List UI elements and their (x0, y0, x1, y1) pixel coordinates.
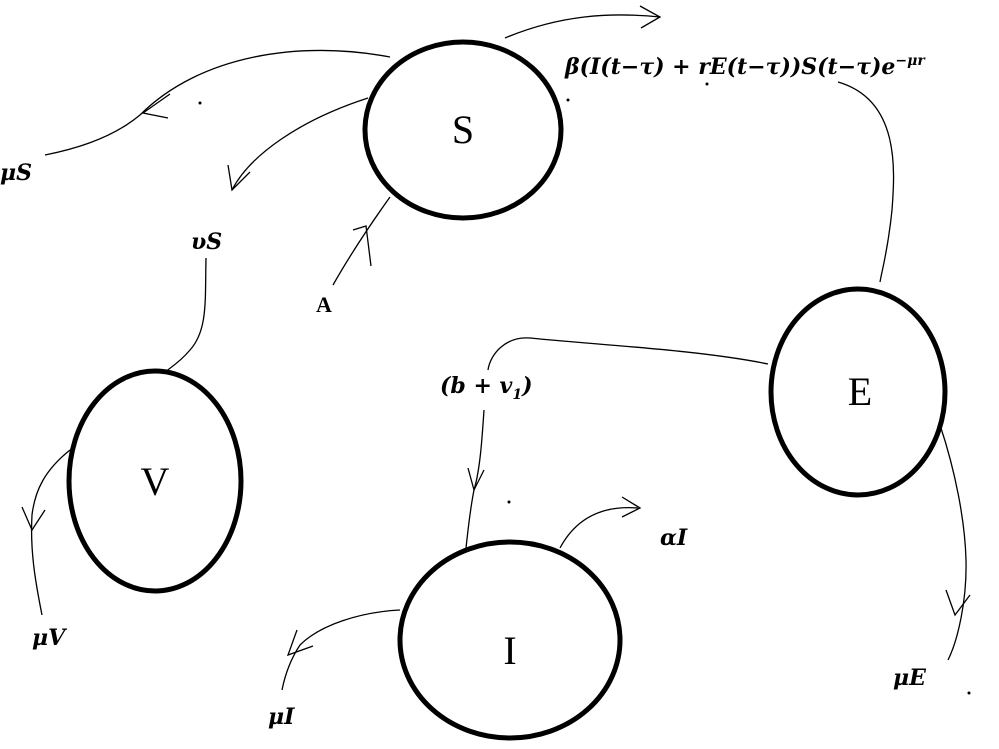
edge-s-to-e-line (504, 14, 661, 39)
edge-s-to-e-arrowhead (639, 5, 662, 29)
edge-s-to-v-arrowhead (227, 164, 251, 192)
edge-i-out-alpha-arrowhead (621, 496, 642, 518)
edge-e-to-i-line (487, 337, 769, 371)
edge-s-to-v-line (231, 97, 369, 191)
node-i-label: I (503, 628, 516, 673)
edge-s-out-mu-arrowhead (141, 93, 171, 119)
edge-recruitment-arrowhead (352, 225, 372, 267)
edge-recruitment (332, 196, 391, 286)
edge-label-mu-v: μV (32, 625, 67, 651)
node-v-shape (66, 368, 244, 594)
edge-e-to-i-arrowhead (467, 467, 485, 492)
edge-label-mu-e: μE (893, 665, 927, 691)
edge-i-out-alpha-line (559, 506, 639, 549)
node-s-label: S (452, 107, 474, 152)
edge-s-out-mu-line (44, 49, 391, 156)
stray-dot (967, 691, 971, 695)
edge-i-out-mu-arrowhead (286, 629, 314, 657)
edge-label-b-v1-close: ) (521, 373, 532, 399)
edge-e-out-mu-line (939, 424, 967, 661)
node-v-label: V (141, 459, 170, 504)
node-v: V (66, 368, 244, 594)
edge-s-out-mu (44, 49, 391, 156)
edge-e-to-i (465, 337, 769, 549)
edge-label-b-v1-subscript: 1 (512, 387, 522, 403)
node-e-label: E (848, 369, 872, 414)
edge-s-to-v (164, 97, 369, 373)
edge-label-mu-s: μS (0, 160, 32, 186)
edge-label-v-s: υS (191, 229, 222, 255)
edge-e-to-i-line-2 (465, 409, 485, 549)
stray-dot (705, 82, 709, 86)
edge-label-alpha-i: αI (660, 525, 688, 551)
edge-recruitment-line (332, 196, 391, 286)
edge-v-out-mu (21, 449, 71, 616)
edge-label-infection: β(I(t−τ) + rE(t−τ))S(t−τ)e−μr (564, 53, 926, 80)
edge-label-infection-exponent: −μr (895, 53, 926, 69)
stray-dot (198, 101, 202, 105)
edge-e-out-mu-arrowhead (945, 589, 971, 617)
edge-s-to-e (504, 5, 895, 283)
edge-v-out-mu-arrowhead (21, 506, 46, 532)
edge-s-to-e-line-2 (837, 81, 895, 283)
edge-s-to-v-line-2 (164, 257, 207, 373)
node-s-shape (362, 39, 564, 221)
edge-e-out-mu (939, 424, 971, 661)
node-i: I (397, 539, 623, 741)
edge-i-out-alpha (559, 496, 642, 549)
stray-dot (507, 500, 511, 504)
edge-i-out-mu-line (281, 609, 401, 691)
node-s: S (362, 39, 564, 221)
edge-i-out-mu (281, 609, 401, 691)
node-i-shape (397, 539, 623, 741)
edge-label-recruitment: A (316, 292, 332, 317)
node-e-shape (768, 286, 948, 498)
edge-v-out-mu-line (30, 449, 71, 616)
stray-dot (566, 98, 570, 102)
node-e: E (768, 286, 948, 498)
edge-label-b-v1: (b + v1) (440, 373, 533, 403)
edge-label-mu-i: μI (268, 704, 295, 730)
